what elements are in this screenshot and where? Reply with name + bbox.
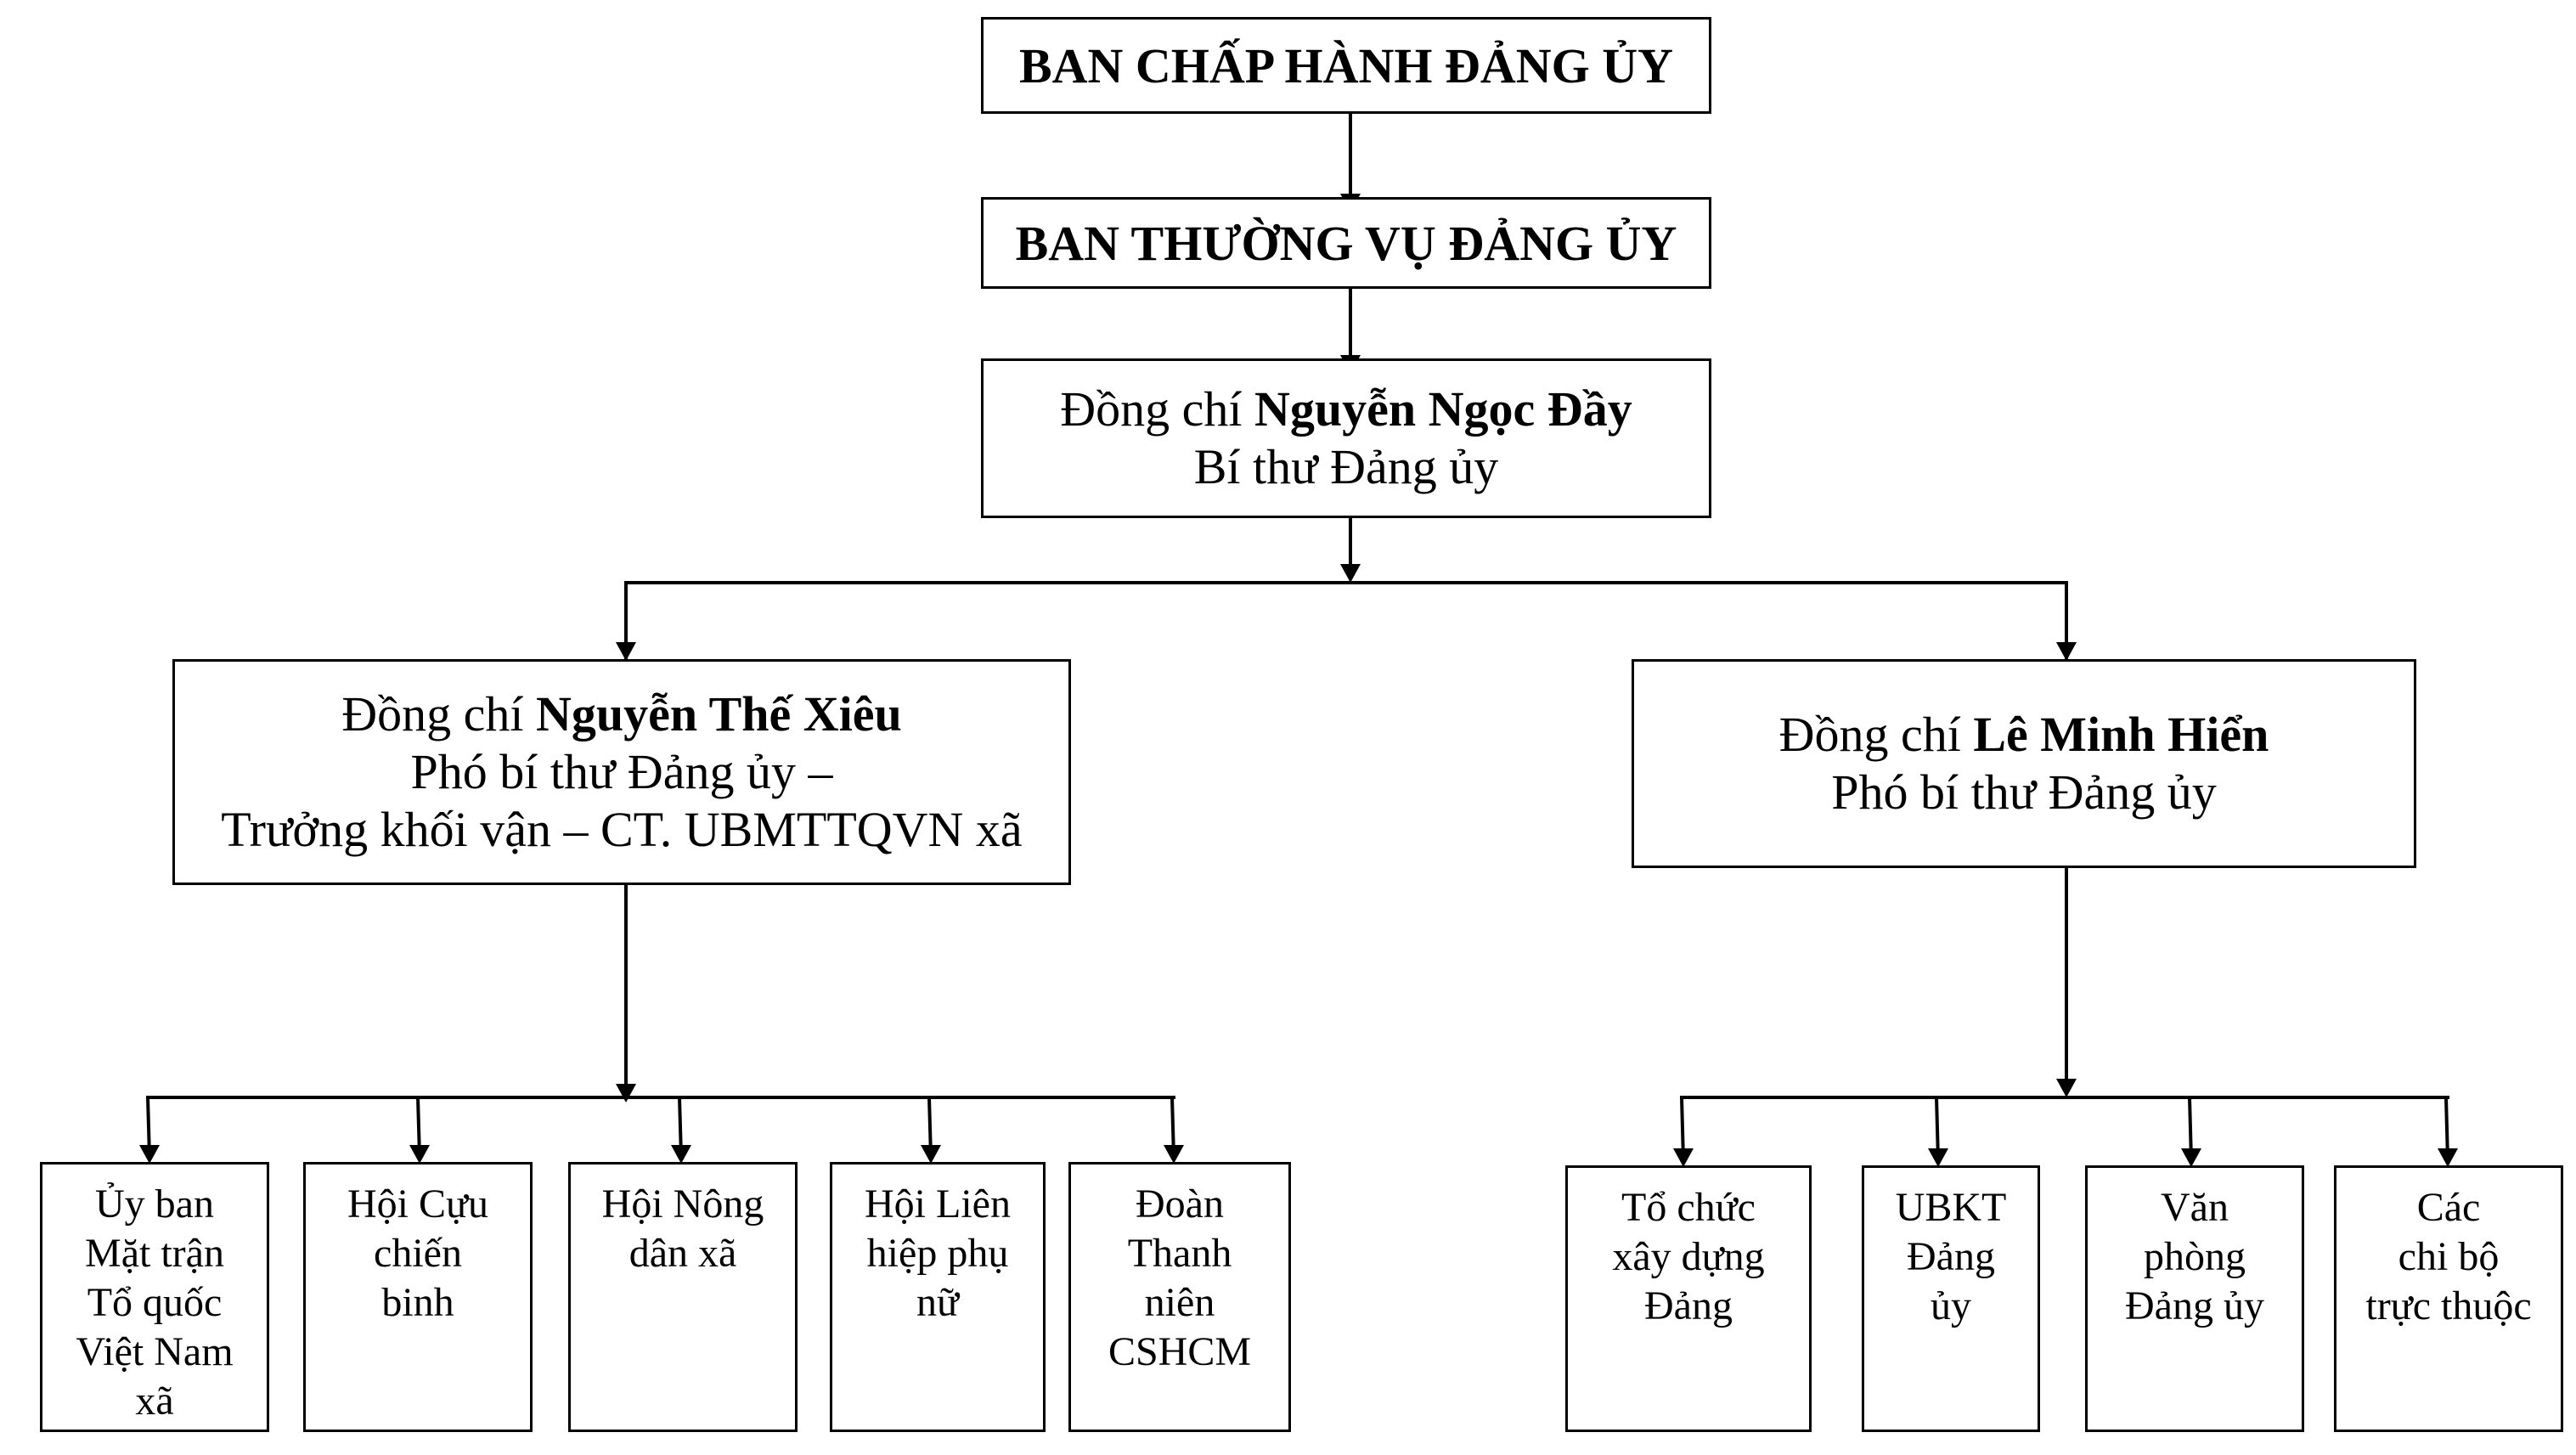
deputy-left-prefix: Đồng chí bbox=[341, 686, 536, 742]
secretary-name-line: Đồng chí Nguyễn Ngọc Đầy bbox=[1060, 381, 1632, 438]
secretary-prefix: Đồng chí bbox=[1060, 381, 1255, 437]
unit-line: UBKT bbox=[1895, 1185, 2007, 1230]
unit-line: Mặt trận bbox=[85, 1231, 224, 1276]
unit-line: niên bbox=[1144, 1280, 1215, 1325]
unit-line: xây dựng bbox=[1612, 1234, 1765, 1279]
unit-line: hiệp phụ bbox=[866, 1231, 1009, 1276]
unit-line: trực thuộc bbox=[2365, 1283, 2532, 1328]
deputy-right-prefix: Đồng chí bbox=[1778, 707, 1974, 762]
unit-line: xã bbox=[135, 1379, 174, 1424]
unit-line: Đảng bbox=[1644, 1283, 1733, 1328]
unit-subordinate-cells: Các chi bộ trực thuộc bbox=[2334, 1165, 2563, 1432]
arrowhead bbox=[2181, 1148, 2201, 1167]
arrowhead bbox=[2056, 642, 2077, 661]
arrowhead bbox=[616, 1084, 636, 1103]
deputy-left-name: Nguyễn Thế Xiêu bbox=[535, 686, 902, 742]
arrowhead bbox=[1340, 564, 1361, 583]
deputy-right-name-line: Đồng chí Lê Minh Hiển bbox=[1779, 706, 2269, 764]
unit-line: phòng bbox=[2144, 1234, 2246, 1279]
arrowhead bbox=[139, 1145, 160, 1164]
deputy-left-name-line: Đồng chí Nguyễn Thế Xiêu bbox=[341, 685, 902, 743]
unit-line: nữ bbox=[916, 1280, 959, 1325]
unit-line: Văn bbox=[2161, 1185, 2229, 1230]
node-secretary: Đồng chí Nguyễn Ngọc Đầy Bí thư Đảng ủy bbox=[981, 358, 1711, 518]
deputy-left-role-2: Trưởng khối vận – CT. UBMTTQVN xã bbox=[221, 802, 1023, 857]
unit-farmers: Hội Nông dân xã bbox=[568, 1162, 798, 1432]
arrowhead bbox=[616, 642, 636, 661]
unit-line: Đảng bbox=[1907, 1234, 1995, 1279]
unit-line: Tổ quốc bbox=[87, 1280, 223, 1325]
unit-line: Việt Nam bbox=[76, 1329, 234, 1374]
unit-line: binh bbox=[381, 1280, 454, 1325]
unit-line: Ủy ban bbox=[95, 1181, 214, 1227]
unit-line: Đảng ủy bbox=[2125, 1283, 2264, 1328]
deputy-left-role-1: Phó bí thư Đảng ủy – bbox=[410, 744, 833, 799]
secretary-name: Nguyễn Ngọc Đầy bbox=[1254, 381, 1632, 437]
unit-line: Các bbox=[2416, 1185, 2481, 1230]
unit-line: Thanh bbox=[1127, 1231, 1232, 1276]
arrowhead bbox=[921, 1145, 941, 1164]
unit-line: Hội Cựu bbox=[347, 1181, 489, 1227]
arrowhead bbox=[1928, 1148, 1948, 1167]
unit-inspection-committee: UBKT Đảng ủy bbox=[1862, 1165, 2040, 1432]
node-executive-committee: BAN CHẤP HÀNH ĐẢNG ỦY bbox=[981, 17, 1711, 114]
unit-line: ủy bbox=[1931, 1283, 1971, 1328]
unit-organization: Tổ chức xây dựng Đảng bbox=[1565, 1165, 1812, 1432]
unit-womens-union: Hội Liên hiệp phụ nữ bbox=[830, 1162, 1046, 1432]
arrowhead bbox=[2438, 1148, 2458, 1167]
arrowhead bbox=[409, 1145, 430, 1164]
secretary-role: Bí thư Đảng ủy bbox=[1193, 439, 1499, 494]
unit-line: chiến bbox=[374, 1231, 462, 1276]
unit-line: Tổ chức bbox=[1621, 1185, 1756, 1230]
unit-line: chi bộ bbox=[2398, 1234, 2500, 1279]
deputy-right-name: Lê Minh Hiển bbox=[1973, 707, 2269, 762]
unit-party-office: Văn phòng Đảng ủy bbox=[2085, 1165, 2304, 1432]
unit-veterans: Hội Cựu chiến binh bbox=[303, 1162, 533, 1432]
node-deputy-right: Đồng chí Lê Minh Hiển Phó bí thư Đảng ủy bbox=[1632, 659, 2416, 868]
unit-line: Hội Nông bbox=[601, 1181, 764, 1227]
node-deputy-left: Đồng chí Nguyễn Thế Xiêu Phó bí thư Đảng… bbox=[172, 659, 1071, 885]
arrowhead bbox=[1673, 1148, 1694, 1167]
unit-line: Đoàn bbox=[1136, 1181, 1224, 1227]
unit-youth-union: Đoàn Thanh niên CSHCM bbox=[1068, 1162, 1291, 1432]
deputy-right-role: Phó bí thư Đảng ủy bbox=[1831, 764, 2217, 820]
unit-fatherland-front: Ủy ban Mặt trận Tổ quốc Việt Nam xã bbox=[40, 1162, 269, 1432]
unit-line: dân xã bbox=[628, 1231, 737, 1276]
node-standing-committee: BAN THƯỜNG VỤ ĐẢNG ỦY bbox=[981, 197, 1711, 289]
arrowhead bbox=[1164, 1145, 1184, 1164]
arrowhead bbox=[2056, 1079, 2077, 1097]
unit-line: Hội Liên bbox=[865, 1181, 1011, 1227]
arrowhead bbox=[671, 1145, 691, 1164]
node-standing-committee-label: BAN THƯỜNG VỤ ĐẢNG ỦY bbox=[1015, 215, 1677, 271]
unit-line: CSHCM bbox=[1108, 1329, 1252, 1374]
node-executive-committee-label: BAN CHẤP HÀNH ĐẢNG ỦY bbox=[1018, 37, 1674, 93]
